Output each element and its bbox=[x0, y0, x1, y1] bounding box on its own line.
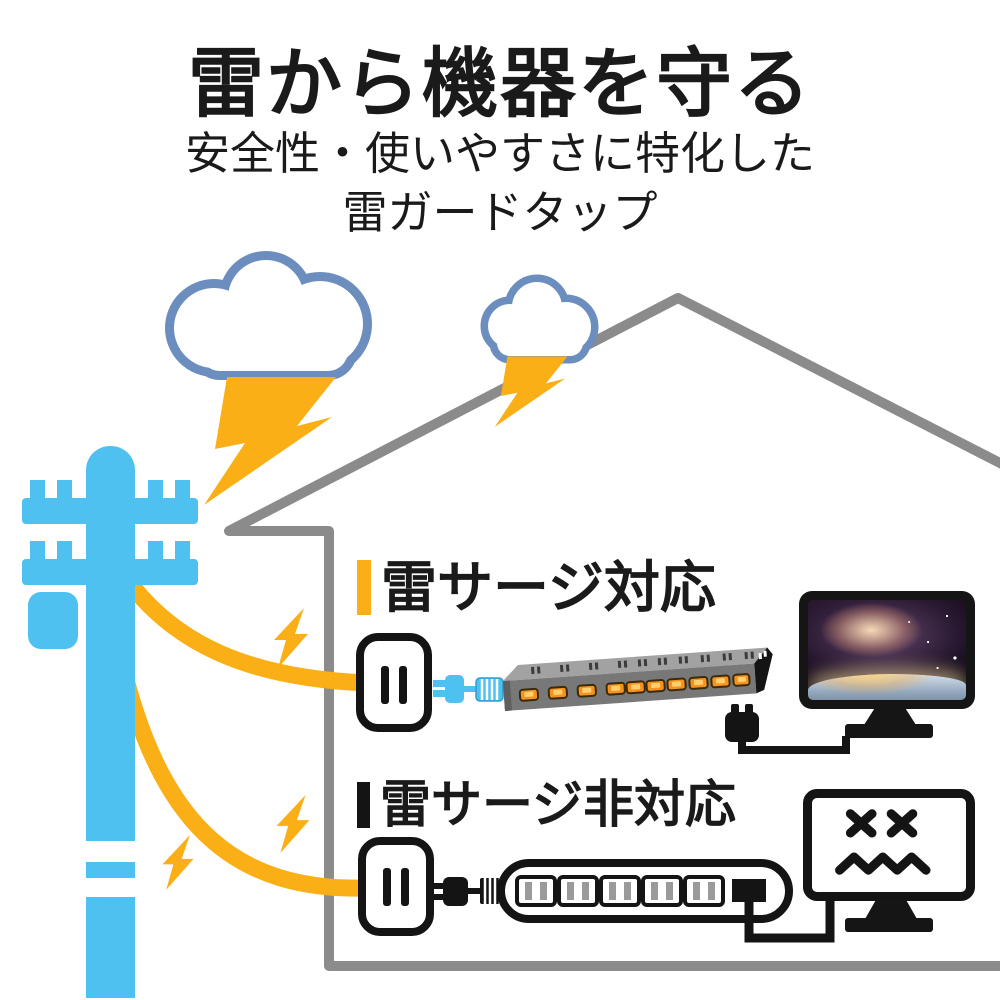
surge-spark-3-icon bbox=[162, 835, 194, 890]
transformer-box bbox=[28, 592, 78, 649]
heading-marker-black bbox=[357, 782, 370, 828]
storm-cloud-large-icon bbox=[165, 251, 372, 380]
strip-top-slots bbox=[530, 651, 754, 675]
surge-strip-plug-icon bbox=[433, 675, 504, 703]
monitor1-stand-base bbox=[845, 724, 933, 738]
galaxy-screen bbox=[808, 600, 966, 700]
strip-end-socket bbox=[732, 879, 766, 902]
house-outline bbox=[224, 293, 1000, 971]
monitor1-stand-neck bbox=[864, 707, 916, 725]
regular-strip-plug-icon bbox=[430, 877, 503, 906]
lightning-bolt-medium-icon bbox=[494, 356, 568, 427]
power-line-1 bbox=[117, 569, 375, 692]
monitor-ok-icon bbox=[799, 591, 975, 709]
heading-marker-yellow bbox=[357, 560, 371, 615]
regular-strip-icon bbox=[497, 859, 793, 923]
subtitle-line-1: 安全性・使いやすさに特化した bbox=[184, 128, 815, 179]
section-protected-heading: 雷サージ対応 bbox=[357, 560, 716, 616]
dead-face-icon bbox=[835, 809, 931, 875]
wall-outlet-2 bbox=[358, 837, 434, 936]
monitor-dead-icon bbox=[803, 789, 975, 901]
section-unprotected-heading: 雷サージ非対応 bbox=[357, 779, 736, 830]
monitor2-stand-base bbox=[845, 918, 933, 932]
surge-spark-2-icon bbox=[276, 795, 310, 853]
surge-protected-strip-icon bbox=[502, 647, 773, 711]
strip-outlets-lit bbox=[518, 673, 751, 702]
monitor1-cable bbox=[738, 736, 850, 754]
storm-cloud-small-icon bbox=[480, 274, 599, 364]
section-unprotected-label: 雷サージ非対応 bbox=[380, 776, 736, 833]
page-title: 雷から機器を守る bbox=[188, 42, 812, 127]
power-line-2 bbox=[117, 671, 377, 897]
subtitle-line-2: 雷ガードタップ bbox=[342, 187, 658, 239]
page-subtitle: 安全性・使いやすさに特化した 雷ガードタップ bbox=[0, 124, 1000, 243]
section-protected-label: 雷サージ対応 bbox=[381, 556, 716, 619]
wall-outlet-1 bbox=[356, 633, 432, 732]
monitor1-plug-icon bbox=[725, 704, 759, 742]
planet-horizon bbox=[808, 674, 966, 700]
monitor2-cable bbox=[744, 896, 835, 943]
monitor2-stand-neck bbox=[865, 899, 917, 919]
utility-pole-icon bbox=[22, 446, 198, 998]
surge-spark-1-icon bbox=[274, 608, 308, 668]
